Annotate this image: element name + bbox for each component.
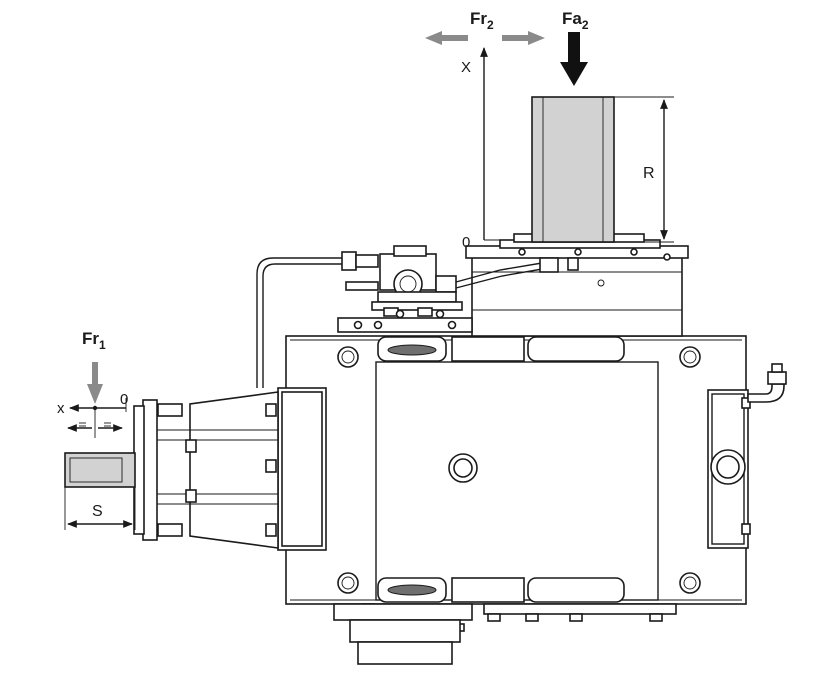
top-output-shaft bbox=[531, 96, 615, 243]
input-shaft bbox=[64, 452, 136, 488]
fa2-axial-arrow bbox=[560, 32, 588, 86]
zero-top-label: 0 bbox=[462, 234, 470, 251]
right-side-cover bbox=[707, 389, 751, 549]
center-boss bbox=[448, 453, 478, 483]
motor-mount-plate bbox=[337, 309, 473, 333]
s-dimension bbox=[64, 487, 136, 530]
fr2-radial-arrow bbox=[425, 31, 545, 45]
x-left-label: x bbox=[57, 400, 65, 417]
input-adapter bbox=[133, 387, 327, 551]
bottom-hub bbox=[333, 603, 473, 665]
breather-fitting bbox=[747, 363, 787, 403]
fr1-label: Fr1 bbox=[82, 329, 106, 352]
x-axis-left bbox=[69, 398, 127, 438]
half-length-dimension bbox=[67, 422, 123, 432]
bottom-inspection-window bbox=[377, 577, 625, 603]
gearbox-housing bbox=[285, 335, 747, 665]
mounting-hole bbox=[679, 572, 701, 594]
mounting-hole bbox=[337, 346, 359, 368]
top-flange bbox=[465, 233, 689, 337]
mounting-hole bbox=[679, 346, 701, 368]
fa2-label: Fa2 bbox=[562, 9, 589, 32]
x-axis-top bbox=[480, 47, 514, 241]
r-label: R bbox=[643, 165, 655, 182]
r-dimension bbox=[614, 96, 674, 243]
fr2-label: Fr2 bbox=[470, 9, 494, 32]
hydraulic-piping bbox=[256, 251, 579, 388]
fr1-radial-arrow bbox=[87, 362, 103, 404]
mounting-hole bbox=[337, 572, 359, 594]
top-inspection-window bbox=[377, 336, 625, 362]
zero-left-label: 0 bbox=[120, 391, 128, 408]
valve-block bbox=[345, 245, 463, 317]
s-label: S bbox=[92, 503, 103, 520]
x-top-label: X bbox=[461, 59, 471, 76]
